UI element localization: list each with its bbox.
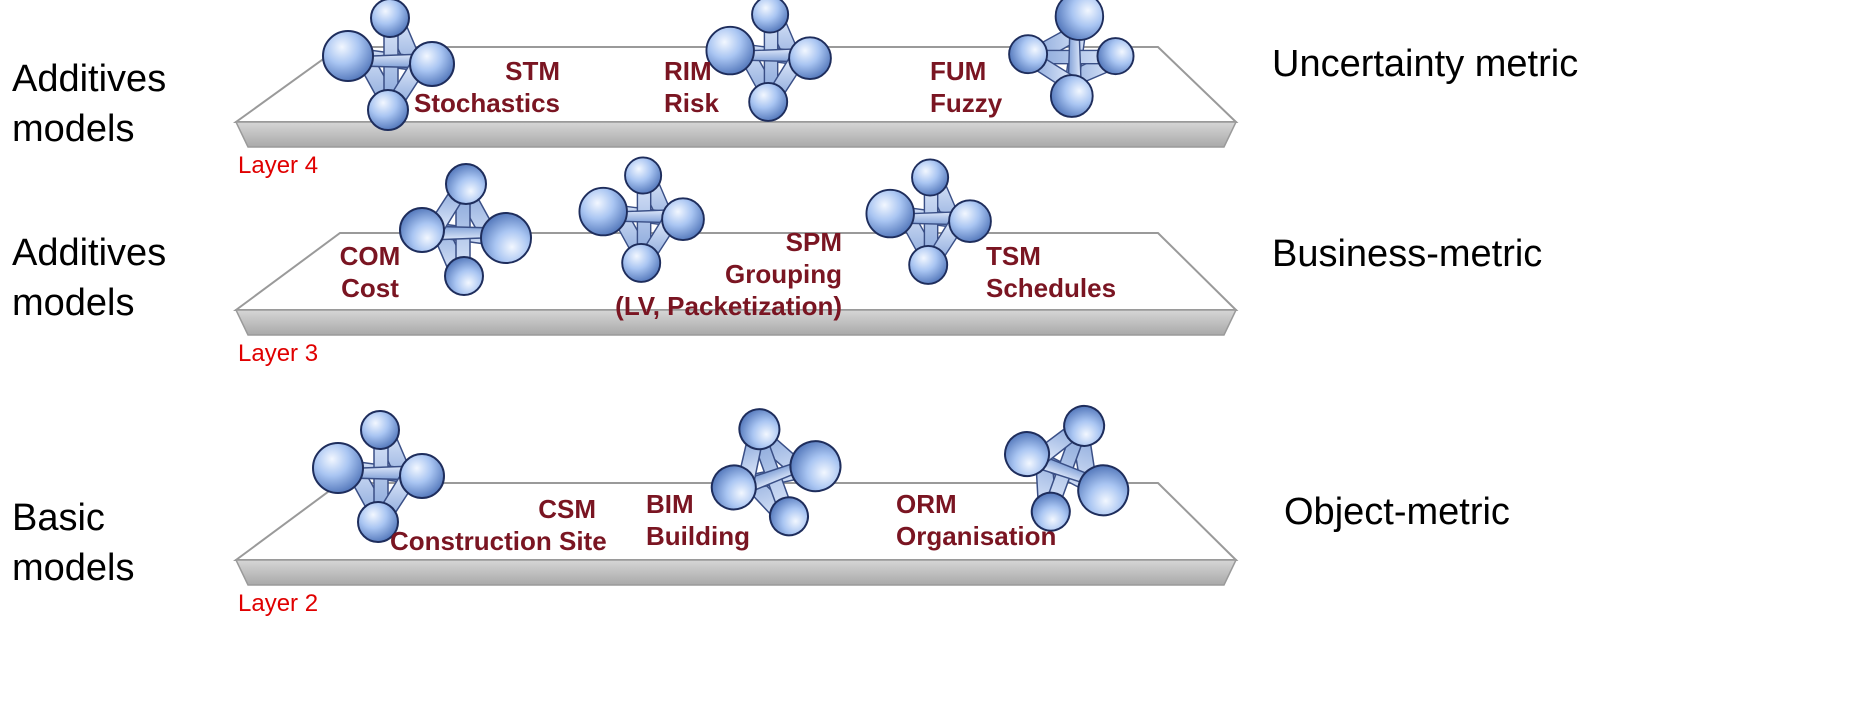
csm-code: CSM [538, 494, 596, 524]
orm-code: ORM [896, 489, 957, 519]
layer3-tag: Layer 3 [238, 340, 319, 367]
rim-name: Risk [664, 88, 719, 118]
spm-name: Grouping [725, 259, 842, 289]
layer4-left-line1: Additives [12, 58, 167, 100]
com-name: Cost [341, 273, 399, 303]
csm-label: CSM Construction Site [390, 493, 607, 557]
rim-label: RIM Risk [664, 55, 719, 119]
stm-label: STM Stochastics [380, 55, 560, 119]
layer2-left-line1: Basic [12, 497, 105, 539]
bim-label: BIM Building [646, 488, 750, 552]
layer4-metric-label: Uncertainty metric [1272, 43, 1579, 85]
layer3-left-line1: Additives [12, 232, 167, 274]
stm-code: STM [505, 56, 560, 86]
spm-label: SPM Grouping (LV, Packetization) [600, 226, 842, 322]
fum-name: Fuzzy [930, 88, 1003, 118]
layer3-left-label: Additives models [12, 228, 166, 328]
layer4-tag: Layer 4 [238, 152, 319, 179]
layer3-metric-label: Business-metric [1272, 233, 1543, 275]
layer3-left-line2: models [12, 282, 135, 324]
layer2-plate [232, 482, 1239, 586]
bim-name: Building [646, 521, 750, 551]
csm-name: Construction Site [390, 526, 607, 556]
rim-code: RIM [664, 56, 712, 86]
com-code: COM [339, 241, 401, 271]
layer2-left-line2: models [12, 547, 135, 589]
layer4-left-line2: models [12, 108, 135, 150]
fum-label: FUM Fuzzy [930, 55, 1002, 119]
tsm-code: TSM [986, 241, 1041, 271]
layer4-plate [232, 46, 1239, 148]
tsm-name: Schedules [986, 273, 1117, 303]
com-label: COM Cost [330, 240, 410, 304]
stm-name: Stochastics [414, 88, 560, 118]
tsm-label: TSM Schedules [986, 240, 1116, 304]
layer2-left-label: Basic models [12, 493, 135, 593]
orm-label: ORM Organisation [896, 488, 1056, 552]
spm-note: (LV, Packetization) [615, 291, 842, 321]
spm-code: SPM [785, 227, 842, 257]
layer4-left-label: Additives models [12, 54, 166, 154]
layer2-metric-label: Object-metric [1284, 491, 1510, 533]
layer2-tag: Layer 2 [238, 590, 319, 617]
orm-name: Organisation [896, 521, 1057, 551]
bim-code: BIM [646, 489, 694, 519]
fum-code: FUM [930, 56, 987, 86]
